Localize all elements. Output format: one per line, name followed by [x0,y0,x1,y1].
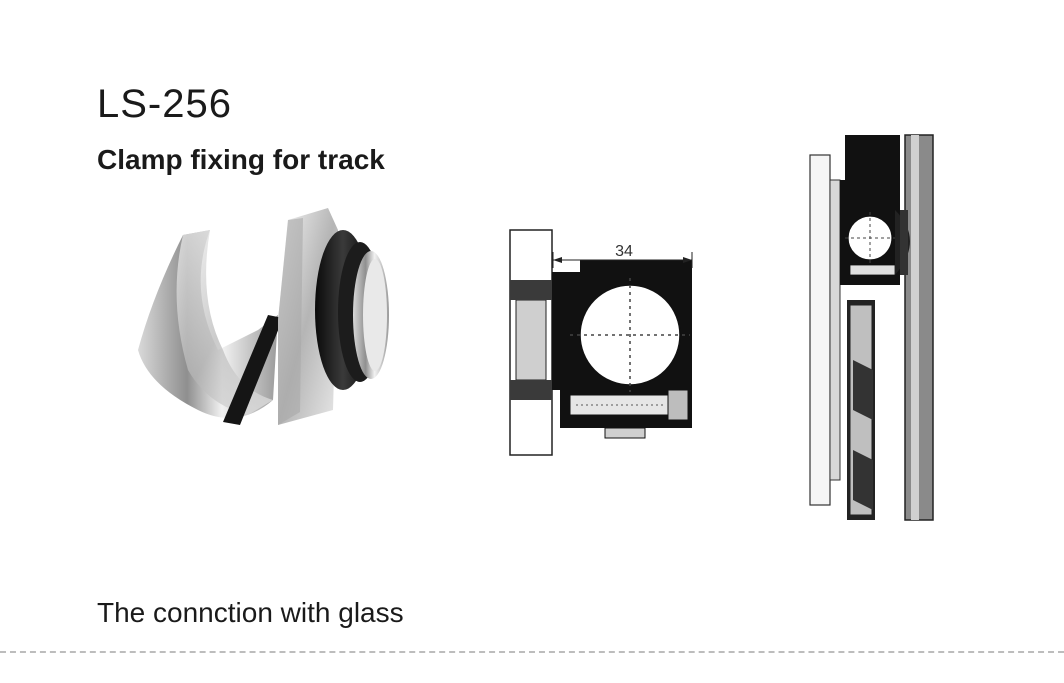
front-view-drawing: 34 [509,229,693,456]
clamp-product-photo [138,208,389,425]
dimension-label: 34 [615,243,633,260]
product-description: Clamp fixing for track [97,144,385,175]
product-code: LS-256 [97,82,232,126]
dashed-divider [0,651,1064,653]
section-caption: The connction with glass [97,597,404,628]
side-view-drawing [809,134,934,521]
